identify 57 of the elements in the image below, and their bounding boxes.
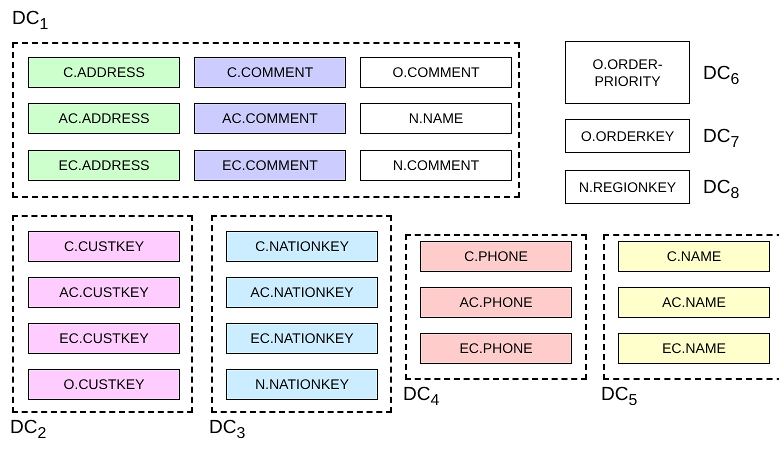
attribute-name: C.NATIONKEY [255,238,349,255]
attribute-name: C.PHONE [464,248,528,265]
attribute-name: EC.ADDRESS [58,157,150,174]
group-label: DC$_{2}$ [10,417,46,444]
attribute-box [360,103,512,134]
attribute-name: C.CUSTKEY [64,238,144,255]
attribute-name: O.COMMENT [392,64,480,81]
attribute-box [618,287,770,318]
attribute-name: EC.NAME [662,340,726,357]
attribute-box [360,57,512,88]
group-label: DC$_{3}$ [209,417,246,444]
attribute-name: AC.COMMENT [222,110,318,127]
attribute-box [28,231,180,262]
attribute-name: EC.PHONE [459,340,533,357]
attribute-name: N.NATIONKEY [255,376,349,393]
attribute-name: N.REGIONKEY [578,178,676,196]
attribute-box [28,57,180,88]
attribute-name: AC.CUSTKEY [59,284,149,301]
attribute-name: AC.NAME [662,294,726,311]
attribute-name: AC.NATIONKEY [250,284,354,301]
attribute-box [618,241,770,272]
attribute-box [420,241,572,272]
attribute-box [226,323,378,354]
attribute-name: N.COMMENT [392,157,480,174]
group-label: DC$_{5}$ [601,384,638,411]
group-label: DC$_{4}$ [403,384,440,411]
group-label: DC$_{7}$ [703,126,740,153]
attribute-name: C.ADDRESS [63,64,145,81]
attribute-box [360,150,512,181]
attribute-name: C.COMMENT [226,64,314,81]
attribute-box [194,57,346,88]
attribute-name: O.ORDER-PRIORITY [592,56,664,90]
attribute-box [28,277,180,308]
attribute-name: O.ORDERKEY [580,128,674,144]
attribute-box [28,369,180,400]
attribute-box [194,150,346,181]
attribute-box [194,103,346,134]
attribute-name: EC.COMMENT [222,157,318,174]
attribute-name: EC.CUSTKEY [59,330,149,347]
attribute-box [226,231,378,262]
attribute-box [226,277,378,308]
attribute-name: O.CUSTKEY [64,376,144,393]
group-label: DC$_{1}$ [12,8,48,35]
attribute-box [28,103,180,134]
group-label: DC$_{8}$ [703,177,740,204]
attribute-name: C.NAME [666,248,722,265]
attribute-box [420,333,572,364]
attribute-box [618,333,770,364]
attribute-box [28,323,180,354]
attribute-name: EC.NATIONKEY [250,330,354,347]
attribute-box [28,150,180,181]
attribute-box [226,369,378,400]
attribute-name: AC.PHONE [459,294,533,311]
group-label: DC$_{6}$ [703,62,740,90]
attribute-name: N.NAME [408,110,464,127]
attribute-box [420,287,572,318]
attribute-name: AC.ADDRESS [58,110,150,127]
